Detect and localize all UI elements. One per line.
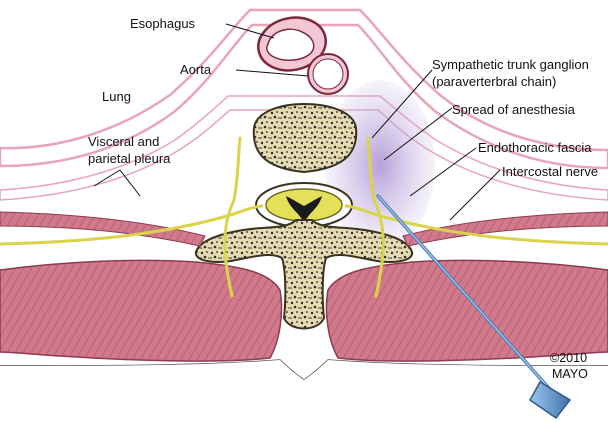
- vertebral-arch: [195, 219, 413, 330]
- back-muscle-band-right: [402, 211, 608, 247]
- aorta-shape: [307, 53, 349, 95]
- label-spread: Spread of anesthesia: [452, 102, 576, 117]
- label-esophagus: Esophagus: [130, 16, 196, 31]
- nerves: [0, 136, 608, 298]
- muscle-left: [0, 259, 283, 362]
- label-nerve: Intercostal nerve: [502, 164, 598, 179]
- muscle-right: [325, 259, 608, 362]
- label-aorta: Aorta: [180, 62, 212, 77]
- pleura-bands: [0, 8, 608, 201]
- esophagus-shape: [257, 16, 327, 72]
- label-ganglion-line1: Sympathetic trunk ganglion: [432, 57, 589, 72]
- label-pleura-line2: parietal pleura: [88, 151, 171, 166]
- spinal-cord: [255, 182, 353, 228]
- label-copyright-line2: MAYO: [552, 367, 588, 381]
- label-fascia: Endothoracic fascia: [478, 140, 592, 155]
- label-lung: Lung: [102, 89, 131, 104]
- label-ganglion-line2: (paraverterbral chain): [432, 74, 556, 89]
- label-copyright-line1: ©2010: [550, 351, 587, 365]
- vertebral-body: [252, 102, 358, 174]
- skin-fill: [0, 360, 608, 422]
- leader-lines: [93, 23, 501, 221]
- back-muscle-band-left: [0, 211, 206, 247]
- needle: [376, 194, 572, 420]
- label-pleura-line1: Visceral and: [88, 134, 159, 149]
